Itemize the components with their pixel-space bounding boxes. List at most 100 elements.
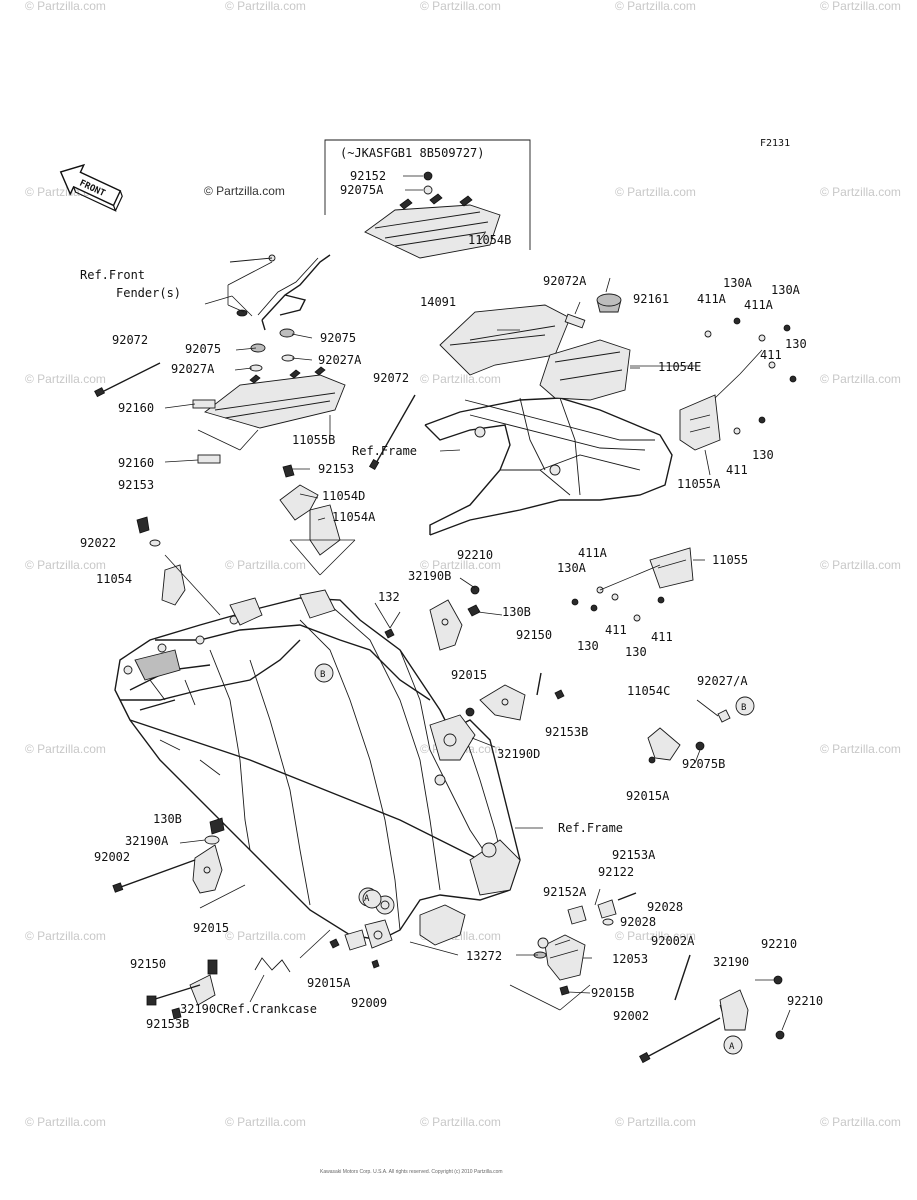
part-label: 92153	[118, 478, 154, 492]
part-label: 14091	[420, 295, 456, 309]
part-label: 92022	[80, 536, 116, 550]
ref-front-fender-2: Fender(s)	[116, 286, 181, 300]
part-label: 92210	[457, 548, 493, 562]
watermark: © Partzilla.com	[420, 558, 501, 572]
part-label: 130A	[557, 561, 587, 575]
part-label: 92075B	[682, 757, 725, 771]
part-label: 11055	[712, 553, 748, 567]
watermark: © Partzilla.com	[420, 0, 501, 13]
part-label: 92028	[647, 900, 683, 914]
watermark: © Partzilla.com	[225, 929, 306, 943]
watermark: © Partzilla.com	[820, 1115, 901, 1129]
part-labels: 92152 92075A 11054B 92072A 92161 14091 1…	[80, 169, 823, 1031]
left-hardware	[136, 464, 356, 616]
part-label: 130B	[153, 812, 182, 826]
watermark: © Partzilla.com	[25, 0, 106, 13]
circle-markers: B B A A	[320, 670, 746, 1052]
part-label: 92072	[112, 333, 148, 347]
serial-note: (~JKASFGB1 8B509727)	[340, 146, 485, 160]
watermark: © Partzilla.com	[615, 929, 696, 943]
part-label: 411A	[697, 292, 727, 306]
part-label: 92072A	[543, 274, 587, 288]
part-label: 130A	[771, 283, 801, 297]
part-label: 92027A	[171, 362, 215, 376]
part-label: 92002	[613, 1009, 649, 1023]
watermark: © Partzilla.com	[25, 372, 106, 386]
part-label: 92027/A	[697, 674, 748, 688]
middle-brackets	[314, 585, 755, 764]
part-label: 92002A	[651, 934, 695, 948]
part-label: 130	[752, 448, 774, 462]
part-label: 92072	[373, 371, 409, 385]
part-label: 411	[651, 630, 673, 644]
watermark: © Partzilla.com	[820, 372, 901, 386]
part-label: 92152	[350, 169, 386, 183]
front-arrow-icon: FRONT	[59, 163, 123, 212]
part-label: 130A	[723, 276, 753, 290]
part-label: 92009	[351, 996, 387, 1010]
marker-a: A	[364, 894, 370, 904]
marker-b: B	[741, 703, 746, 713]
watermark: © Partzilla.com	[820, 0, 901, 13]
part-label: 11054B	[468, 233, 511, 247]
part-label: 92028	[620, 915, 656, 929]
reference-labels: Ref.Front Fender(s) Ref.Frame Ref.Frame …	[80, 268, 623, 1016]
part-label: 92152A	[543, 885, 587, 899]
ref-frame-top: Ref.Frame	[352, 444, 417, 458]
leader-lines	[164, 277, 791, 1031]
part-label: 92015A	[626, 789, 670, 803]
part-label: 92161	[633, 292, 669, 306]
part-label: 32190D	[497, 747, 540, 761]
part-label: 92015B	[591, 986, 634, 1000]
long-bolts	[94, 362, 721, 1064]
part-label: 411	[605, 623, 627, 637]
part-label: 11055B	[292, 433, 335, 447]
part-label: 92153B	[545, 725, 588, 739]
part-label: 130	[625, 645, 647, 659]
part-label: 11054	[96, 572, 132, 586]
serial-inset-box: (~JKASFGB1 8B509727)	[324, 139, 531, 259]
watermark: © Partzilla.com	[820, 558, 901, 572]
part-label: 130	[577, 639, 599, 653]
watermark: © Partzilla.com	[225, 558, 306, 572]
part-label: 92075	[320, 331, 356, 345]
part-label: 92015	[193, 921, 229, 935]
part-label: 92210	[761, 937, 797, 951]
ref-crankcase: Ref.Crankcase	[223, 1002, 317, 1016]
watermark: © Partzilla.com	[420, 1115, 501, 1129]
part-label: 11054D	[322, 489, 365, 503]
part-label: 11054C	[627, 684, 670, 698]
part-label: 92075	[185, 342, 221, 356]
marker-b: B	[320, 670, 325, 680]
part-label: 92210	[787, 994, 823, 1008]
figure-code: F2131	[760, 138, 790, 149]
part-label: 92150	[130, 957, 166, 971]
front-bracket-assembly	[192, 254, 346, 464]
part-label: 130B	[502, 605, 531, 619]
part-label: 11054E	[658, 360, 701, 374]
watermark: © Partzilla.com	[820, 185, 901, 199]
watermark: © Partzilla.com	[615, 1115, 696, 1129]
part-label: 92160	[118, 401, 154, 415]
footer-copyright: Kawasaki Motors Corp. U.S.A. All rights …	[320, 1169, 503, 1175]
part-label: 92153B	[146, 1017, 189, 1031]
watermark: © Partzilla.com	[25, 929, 106, 943]
ref-front-fender: Ref.Front	[80, 268, 145, 282]
part-label: 92075A	[340, 183, 384, 197]
part-label: 32190B	[408, 569, 451, 583]
rear-frame	[424, 293, 721, 589]
part-label: 411A	[744, 298, 774, 312]
part-label: 132	[378, 590, 400, 604]
part-label: 411A	[578, 546, 608, 560]
main-frame	[114, 589, 521, 949]
lower-right-hardware	[362, 889, 785, 1055]
marker-a: A	[729, 1042, 735, 1052]
part-label: 92122	[598, 865, 634, 879]
part-label: 32190A	[125, 834, 169, 848]
part-label: 11054A	[332, 510, 376, 524]
part-label: 92002	[94, 850, 130, 864]
mount-hardware	[571, 317, 797, 622]
part-label: 13272	[466, 949, 502, 963]
part-label: 92153A	[612, 848, 656, 862]
